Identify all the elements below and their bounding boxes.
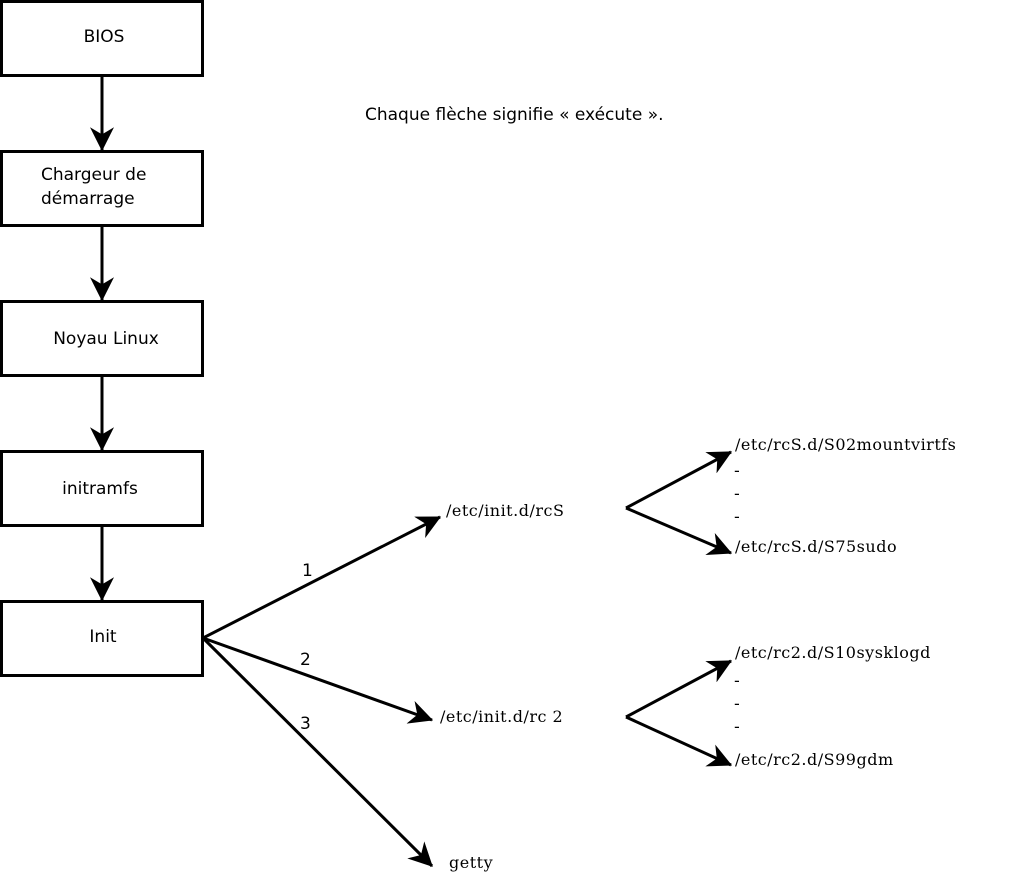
bios-box: BIOS (0, 0, 204, 77)
arrow-init-to-rc2 (202, 636, 434, 724)
rc2-last-script: /etc/rc2.d/S99gdm (735, 750, 894, 769)
rc2-first-script: /etc/rc2.d/S10sysklogd (735, 643, 931, 662)
rc2-ellipsis-2: - (734, 694, 740, 713)
branch-number-1: 1 (302, 561, 313, 581)
initramfs-box: initramfs (0, 450, 204, 527)
legend-note: Chaque flèche signifie « exécute ». (365, 105, 664, 125)
rcS-ellipsis-2: - (734, 484, 740, 503)
bootloader-label-line2: démarrage (41, 189, 135, 209)
rcS-ellipsis-1: - (734, 461, 740, 480)
arrow-init-to-getty (201, 636, 434, 868)
rcS-ellipsis-3: - (734, 507, 740, 526)
init-label: Init (89, 627, 117, 647)
bootloader-box: Chargeur de démarrage (0, 150, 204, 227)
branch-number-3: 3 (300, 714, 311, 734)
rcS-script-label: /etc/init.d/rcS (446, 501, 564, 520)
getty-label: getty (449, 853, 493, 872)
kernel-box: Noyau Linux (0, 300, 204, 377)
rcS-first-script: /etc/rcS.d/S02mountvirtfs (735, 435, 956, 454)
kernel-label: Noyau Linux (53, 329, 159, 349)
bios-label: BIOS (84, 27, 125, 47)
arrow-rcS-to-first (625, 450, 733, 510)
arrow-rc2-to-last (625, 715, 733, 767)
branch-number-2: 2 (300, 650, 311, 670)
bootloader-label-line1: Chargeur de (41, 165, 146, 185)
init-box: Init (0, 600, 204, 677)
arrow-init-to-rcS (202, 515, 442, 640)
arrow-rc2-to-first (625, 659, 733, 719)
rcS-last-script: /etc/rcS.d/S75sudo (735, 537, 897, 556)
rc2-ellipsis-1: - (734, 671, 740, 690)
rc2-script-label: /etc/init.d/rc 2 (440, 707, 563, 726)
rc2-ellipsis-3: - (734, 717, 740, 736)
initramfs-label: initramfs (62, 479, 138, 499)
arrow-rcS-to-last (625, 506, 733, 556)
